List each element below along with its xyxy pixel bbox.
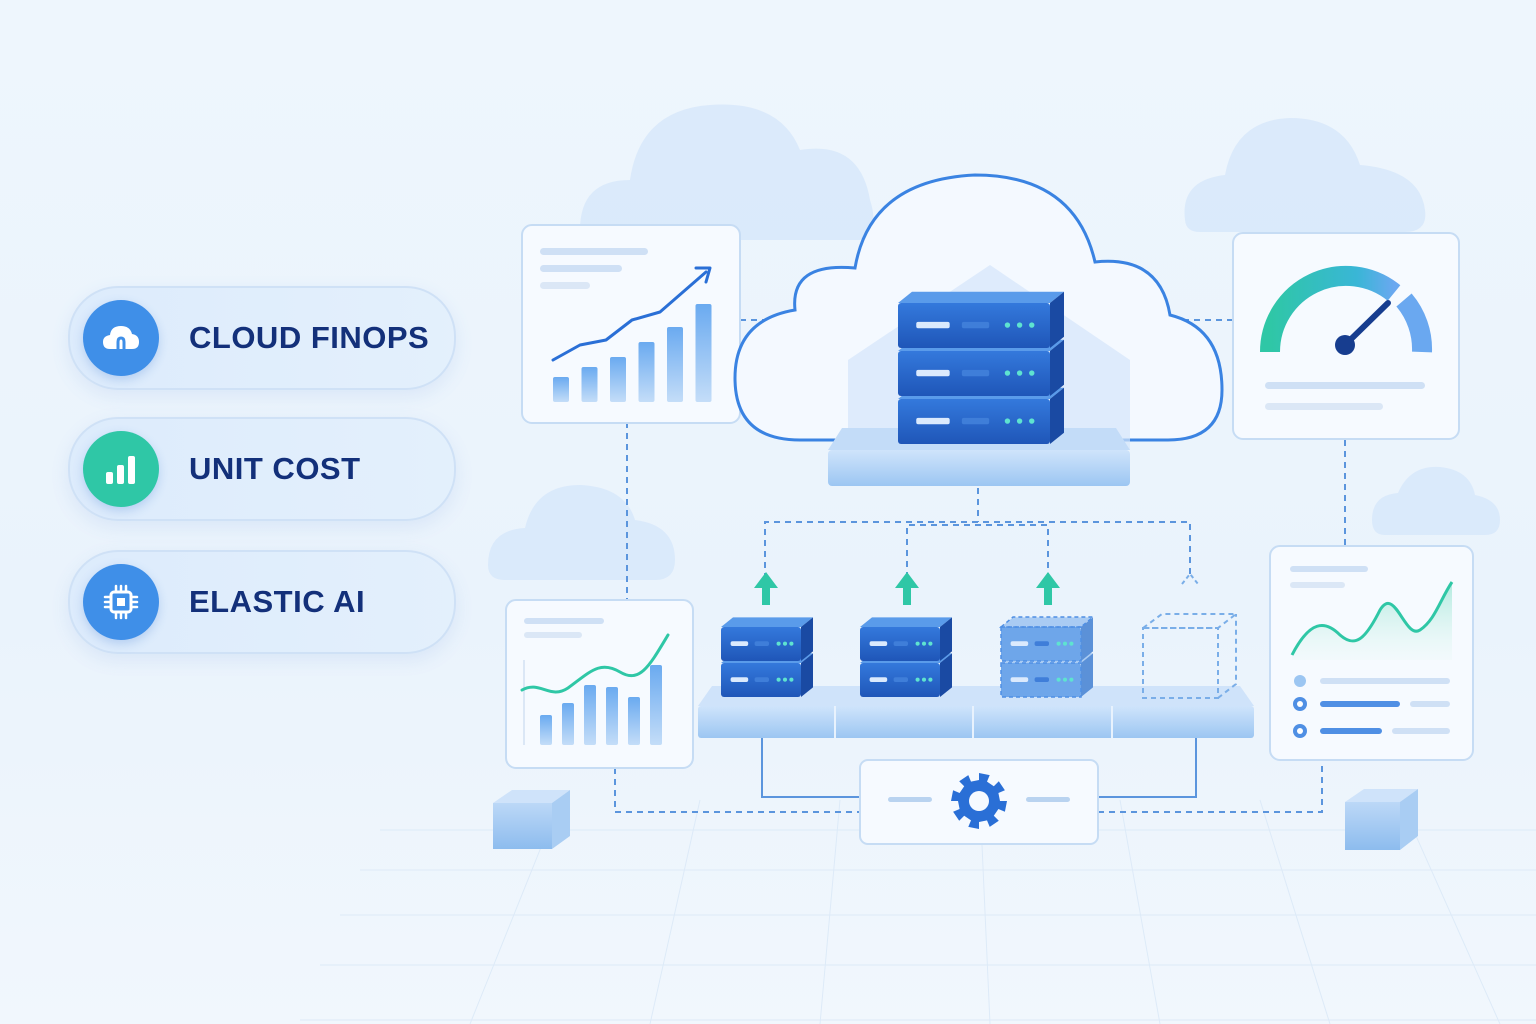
server-unit [1000,617,1093,662]
gauge-needle [1342,300,1391,348]
solid-connectors [761,737,1197,798]
wave-bars [540,665,662,745]
server-unit [898,339,1064,396]
trend-bar [553,377,569,402]
arrow-up-icon-dashed [1181,572,1199,585]
feature-pill-unit-cost[interactable]: UNIT COST [68,417,456,521]
server-unit [721,617,813,661]
bar-chart-icon [83,431,159,507]
background-clouds [488,104,1500,580]
scaling-shelf [698,686,1254,738]
trend-bar [667,327,683,402]
wave-line [520,633,670,694]
feature-pill-cloud-finops[interactable]: CLOUD FINOPS [68,286,456,390]
server-unit [860,617,952,661]
arrow-up-icon [895,572,919,605]
main-server-stack [898,291,1064,444]
wave-bar [562,703,574,745]
trend-arrow-icon [694,266,712,284]
arrow-up-icon [754,572,778,605]
trend-chart-card [521,224,741,424]
area-chart-card [1269,545,1474,761]
wave-bar [606,687,618,745]
pending-server-placeholder [1139,613,1239,699]
trend-bar [638,342,655,402]
trend-line [551,270,708,362]
server-unit [898,387,1064,444]
gauge-card [1232,232,1460,440]
feature-pill-elastic-ai[interactable]: ELASTIC AI [68,550,456,654]
feature-label: UNIT COST [189,451,361,486]
wave-bar [584,685,596,745]
chip-icon [83,564,159,640]
feature-label: CLOUD FINOPS [189,320,430,355]
floor-cubes [493,789,1418,850]
server-unit [898,291,1064,348]
trend-bars [553,304,712,402]
feature-label: ELASTIC AI [189,584,366,619]
control-panel [859,759,1099,845]
gear-icon [951,773,1007,829]
wave-bar [650,665,662,745]
trend-bar [610,357,626,402]
bars-wave-card [505,599,694,769]
scale-up-arrows [754,572,1060,605]
arrow-up-icon [1036,572,1060,605]
cloud-icon [83,300,159,376]
trend-bar [581,367,598,402]
wave-bar [628,697,640,745]
trend-bar [695,304,712,402]
wave-bar [540,715,552,745]
scaled-server-stacks [721,616,1096,698]
